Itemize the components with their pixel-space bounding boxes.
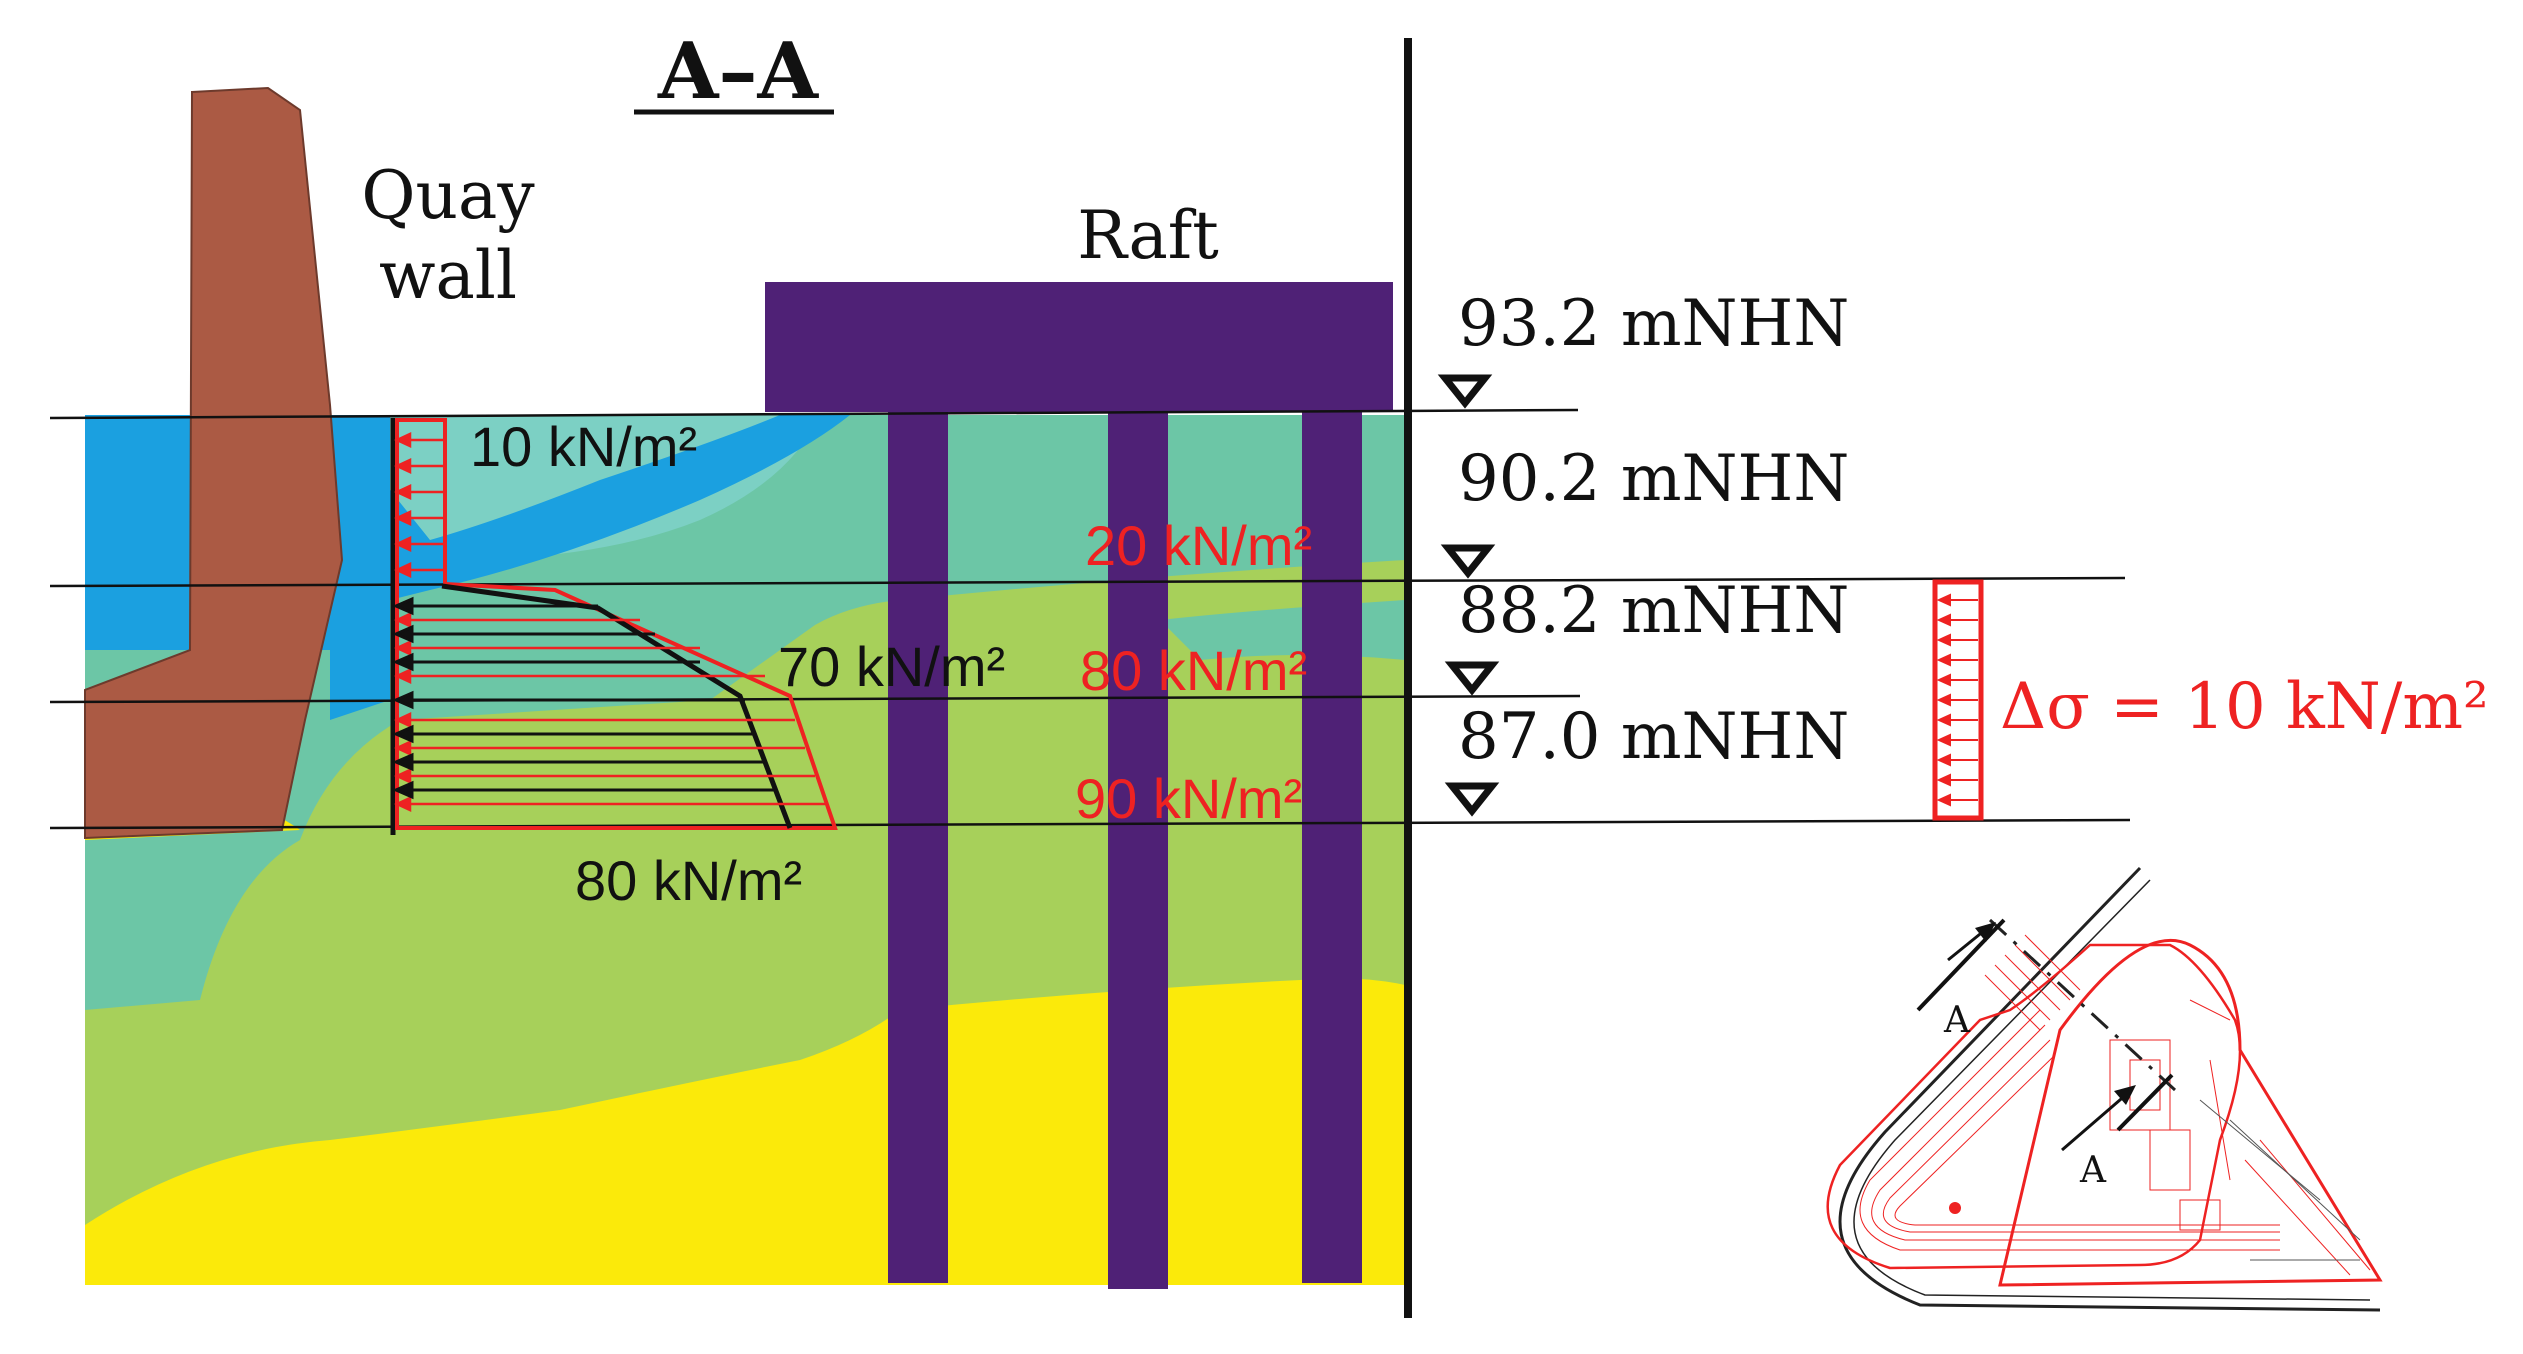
key-plan-point (1949, 1202, 1961, 1214)
section-arrow-bottom-bar (2116, 1073, 2174, 1132)
delta-sigma-box (1932, 579, 1984, 821)
level-label-88-2: 88.2 mNHN (1458, 574, 1849, 648)
soil-yellow-layer (85, 978, 1405, 1285)
level-marker-90-2 (1440, 544, 1496, 579)
red-load-outline (395, 418, 838, 830)
quay-wall (84, 86, 344, 840)
pressure-label-10: 10 kN/m² (470, 415, 697, 478)
raft-slab (765, 282, 1393, 412)
quay-wall-label-line1: Quay (361, 157, 535, 234)
section-marker-bottom: A (2079, 1150, 2107, 1191)
quay-wall-label-line2: wall (379, 237, 517, 314)
delta-sigma-label: Δσ = 10 kN/m² (2000, 670, 2489, 744)
raft-foundation (765, 282, 1393, 1289)
key-plan: A A (1826, 866, 2383, 1312)
pressure-label-20-red: 20 kN/m² (1085, 514, 1312, 577)
section-cut-line (1988, 918, 2177, 1092)
pressure-label-70: 70 kN/m² (778, 635, 1005, 698)
pile-2 (1108, 405, 1168, 1289)
section-arrow-top-shaft (1947, 928, 1986, 962)
key-plan-red-outline (1826, 943, 2242, 1270)
level-marker-88-2 (1444, 661, 1500, 696)
black-load-arrows (392, 596, 775, 800)
pressure-label-90-red: 90 kN/m² (1075, 767, 1302, 830)
level-label-90-2: 90.2 mNHN (1458, 442, 1849, 516)
section-arrow-bottom-shaft (2061, 1091, 2129, 1152)
level-markers (1437, 374, 1500, 817)
level-line-93-2 (49, 408, 1579, 420)
raft-label: Raft (1077, 197, 1219, 274)
section-arrow-bottom-head (2114, 1085, 2136, 1105)
red-load-arrows (394, 432, 825, 812)
level-marker-87-0 (1444, 782, 1500, 817)
pressure-label-80-black: 80 kN/m² (575, 849, 802, 912)
level-line-88-2 (49, 694, 1581, 704)
key-plan-outer-boundary (1838, 866, 2381, 1312)
section-arrow-top-bar (1916, 918, 2006, 1012)
delta-sigma-load-block (1932, 579, 1984, 821)
section-arrow-top-head (1975, 922, 1996, 942)
section-marker-top: A (1943, 1000, 1971, 1041)
level-label-87-0: 87.0 mNHN (1458, 700, 1849, 774)
pile-1 (888, 405, 948, 1283)
pile-3 (1302, 405, 1362, 1283)
earth-pressure-diagram (390, 418, 838, 835)
level-label-93-2: 93.2 mNHN (1458, 287, 1849, 361)
pressure-label-80-red: 80 kN/m² (1080, 639, 1307, 702)
section-title: A–A (657, 26, 820, 117)
level-marker-93-2 (1437, 374, 1493, 409)
